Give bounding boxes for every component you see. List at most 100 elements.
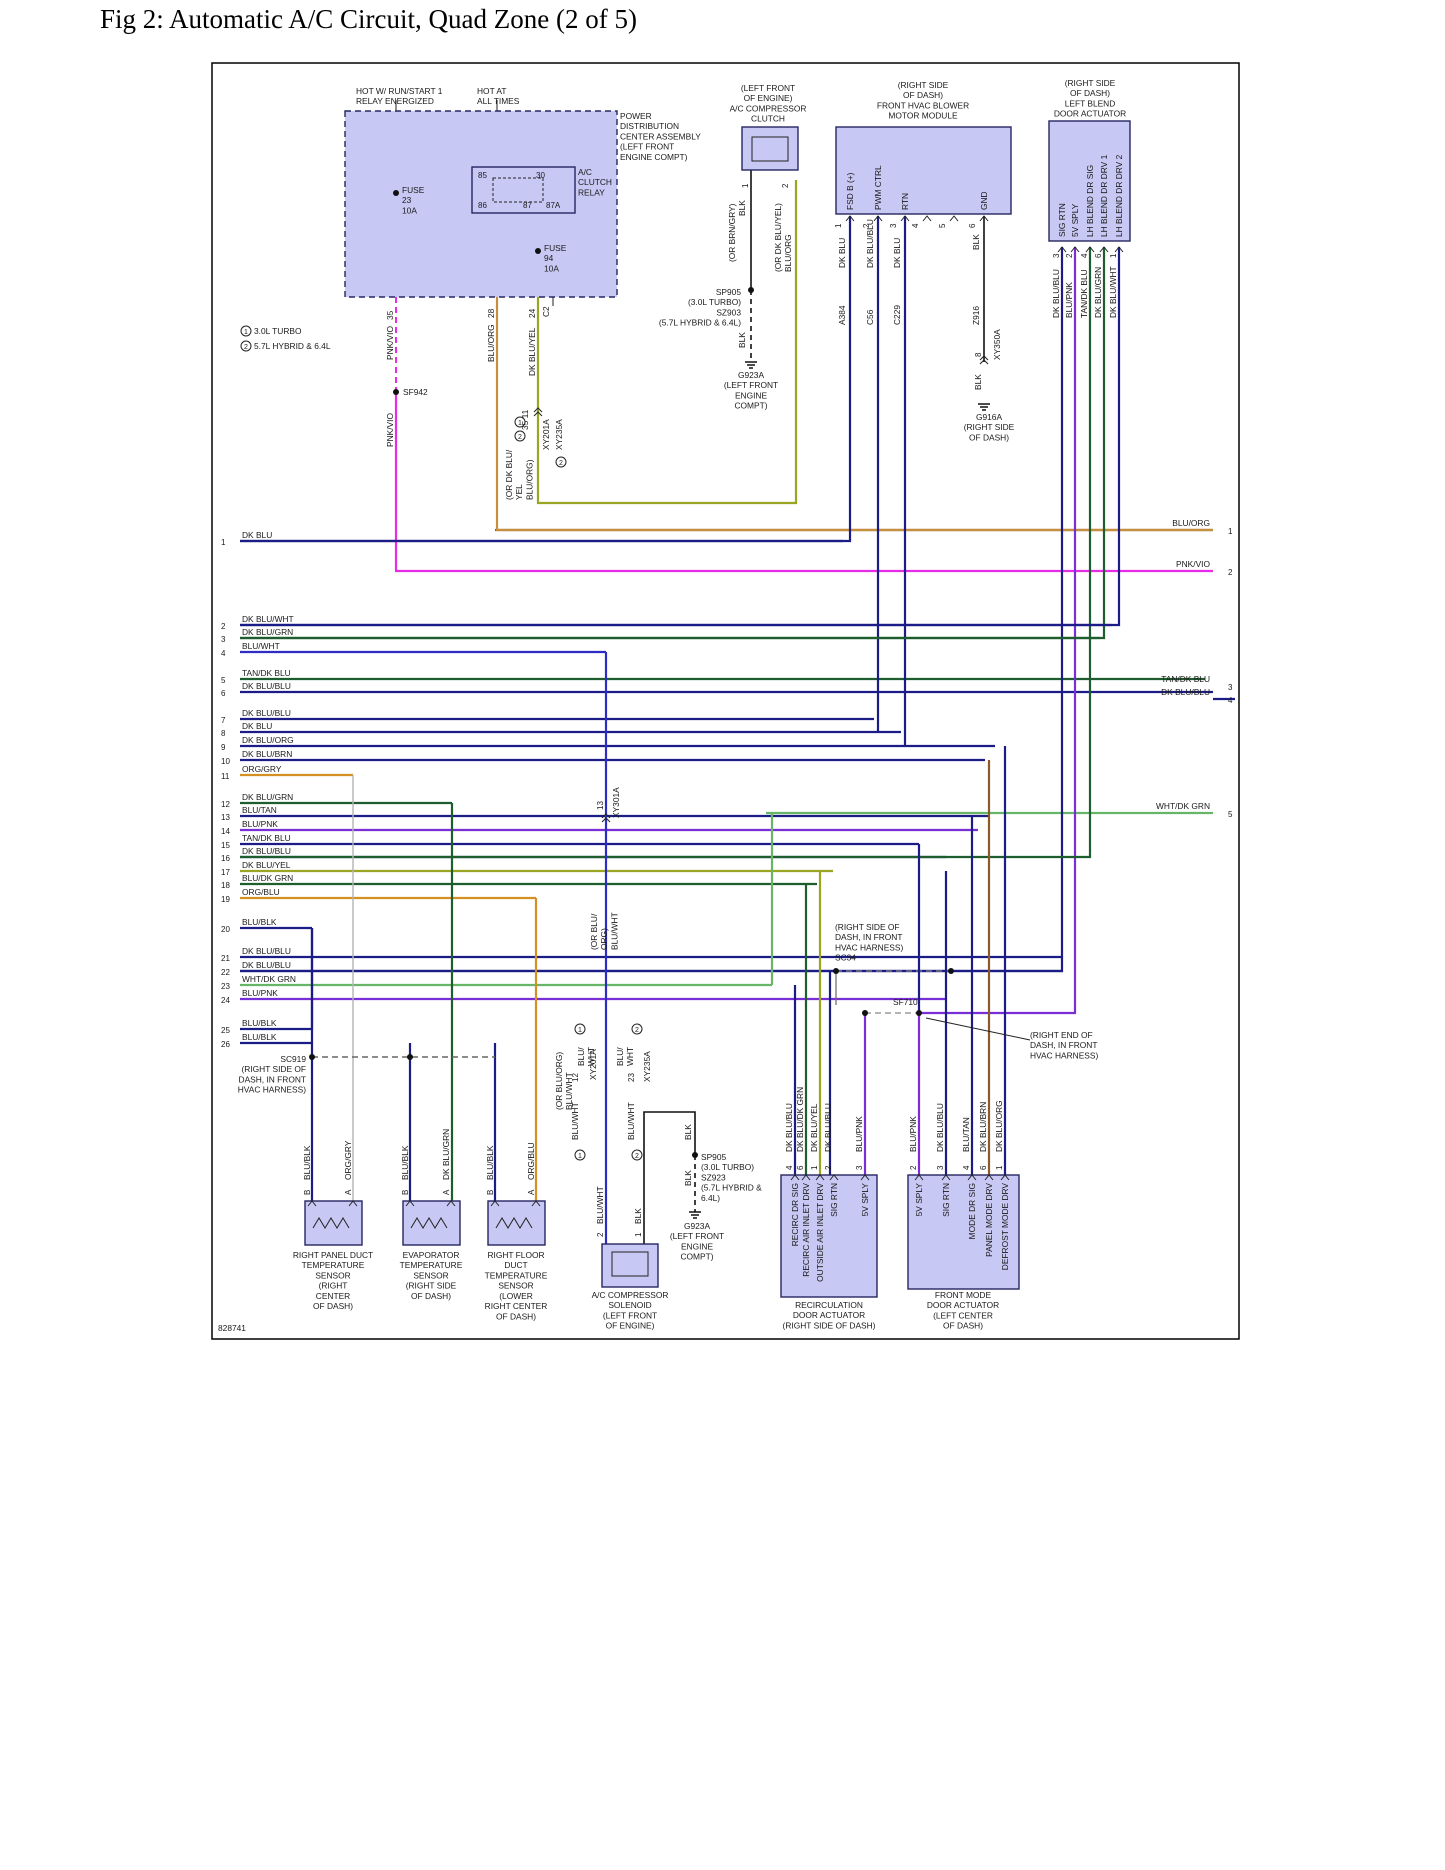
recirc-pin-name-3-line: 5V SPLY	[860, 1183, 870, 1217]
left-wire-label-26: BLU/BLK	[242, 1032, 277, 1042]
clutch-pin-2: 2	[781, 183, 790, 188]
hot-run-start-label-line: HOT W/ RUN/START 1	[356, 86, 443, 96]
relay-label-line: CLUTCH	[578, 177, 612, 187]
left-wire-num-10: 10	[221, 757, 230, 766]
sol-pin-1-line: 1	[634, 1232, 643, 1237]
sol-opt-2-num: 2	[635, 1027, 639, 1034]
clutch-wire-or-dk-blu-yel: (OR DK BLU/YEL)BLU/ORG	[773, 203, 793, 272]
blend-pin-num-6-line: 6	[1094, 253, 1103, 258]
sc34-dot-2	[948, 968, 954, 974]
blend-wire-1-line: DK BLU/WHT	[1108, 266, 1118, 318]
left-wire-label-18: BLU/DK GRN	[242, 873, 293, 883]
sol-wire-blu-line: BLU/	[576, 1047, 586, 1066]
recirc-wire-1: DK BLU/YEL	[809, 1103, 819, 1152]
blower-module-label-line: MOTOR MODULE	[888, 111, 958, 121]
mode-pin-name-4-line: MODE DR SIG	[967, 1183, 977, 1239]
recirc-pin-name-4: RECIRC DR SIG	[790, 1183, 800, 1246]
mode-pin-name-4: MODE DR SIG	[967, 1183, 977, 1239]
mode-wire-3-line: DK BLU/BLU	[935, 1103, 945, 1152]
blower-pin-num-2: 2	[862, 223, 871, 228]
note-circle-2-num-line: 2	[244, 344, 248, 351]
blower-pin-arrow-2	[873, 215, 883, 222]
center-wire-or-blu-org-line: ORG)	[599, 928, 609, 950]
left-wire-label-21: DK BLU/BLU	[242, 946, 291, 956]
sc919-label-line: HVAC HARNESS)	[238, 1085, 306, 1095]
relay-label-line: A/C	[578, 167, 592, 177]
cav-35-11-line: 35 11	[520, 409, 530, 430]
right-wire-label-1-line: BLU/ORG	[1172, 518, 1210, 528]
g923a-bottom-label-line: ENGINE	[681, 1241, 714, 1251]
figure-id-line: 828741	[218, 1323, 246, 1333]
sp905-bottom-label-line: SZ923	[701, 1172, 726, 1182]
blend-wire-2-line: BLU/PNK	[1064, 282, 1074, 318]
conn-xy201a-top: XY201A	[541, 419, 551, 450]
left-wire-label-19: ORG/BLU	[242, 887, 280, 897]
blend-pin-arrow-3	[1057, 246, 1067, 253]
sensor-wire-a-2: ORG/BLU	[526, 1142, 536, 1180]
mode-pin-num-2: 2	[909, 1165, 918, 1170]
recirc-pin-name-2: SIG RTN	[829, 1183, 839, 1217]
sensor-pin-b-1	[405, 1200, 415, 1207]
fuse-94-dot	[535, 248, 541, 254]
left-wire-label-18-line: BLU/DK GRN	[242, 873, 293, 883]
left-wire-label-21-line: DK BLU/BLU	[242, 946, 291, 956]
blower-pin-name-3: RTN	[900, 193, 910, 210]
sc34-label-line: DASH, IN FRONT	[835, 932, 902, 942]
left-wire-num-8-line: 8	[221, 729, 226, 738]
blower-wire-blk-low-line: BLK	[973, 374, 983, 390]
left-wire-label-4: BLU/WHT	[242, 641, 280, 651]
left-wire-label-5-line: TAN/DK BLU	[242, 668, 291, 678]
recirc-label-line: (RIGHT SIDE OF DASH)	[783, 1320, 876, 1330]
recirc-pin-num-3-line: 3	[855, 1165, 864, 1170]
blend-pin-num-1: 1	[1109, 253, 1118, 258]
left-wire-label-25-line: BLU/BLK	[242, 1018, 277, 1028]
blend-pin-name-6-line: LH BLEND DR DRV 1	[1099, 154, 1109, 237]
conn-xy201a-top-line: XY201A	[541, 419, 551, 450]
blend-door-box	[1048, 120, 1131, 242]
note-5-7l-hybrid-line: 5.7L HYBRID & 6.4L	[254, 341, 331, 351]
sensor-wire-b-2-line: BLU/BLK	[485, 1145, 495, 1180]
recirc-wire-6: DK BLU/DK GRN	[795, 1087, 805, 1152]
recirc-pin-num-4-line: 4	[785, 1165, 794, 1170]
g923a-top-label-line: (LEFT FRONT	[724, 380, 778, 390]
blend-pin-name-2: 5V SPLY	[1070, 203, 1080, 237]
recirc-pin-arrow-1	[815, 1174, 825, 1181]
wire-dk-blu-yel: DK BLU/YEL	[527, 327, 537, 376]
mode-label-line: FRONT MODE	[935, 1290, 992, 1300]
center-cav-13: 13	[596, 801, 605, 810]
cavity-28-line: 28	[486, 308, 496, 318]
left-wire-num-3-line: 3	[221, 635, 226, 644]
relay-pin-87: 87	[523, 201, 532, 210]
left-wire-label-25: BLU/BLK	[242, 1018, 277, 1028]
sol-wire-pin2: BLU/WHT	[595, 1186, 605, 1224]
sensor-pin-a-1	[446, 1200, 456, 1207]
g923a-bottom-label-line: (LEFT FRONT	[670, 1231, 724, 1241]
wire-blu-org-line: BLU/ORG	[486, 324, 496, 362]
wire-or-dk-blu-line: (OR DK BLU/	[504, 449, 514, 500]
mode-label-line: OF DASH)	[943, 1321, 983, 1331]
blend-pin-arrow-2	[1070, 246, 1080, 253]
sensor-label-1-line: EVAPORATOR	[403, 1250, 460, 1260]
wire-or-dk-blu: (OR DK BLU/YELBLU/ORG)	[504, 449, 534, 500]
blend-pin-name-4-line: LH BLEND DR SIG	[1085, 165, 1095, 237]
blower-circuit-Z916-line: Z916	[971, 306, 981, 325]
sensor-label-1-line: TEMPERATURE	[400, 1260, 463, 1270]
left-wire-num-18-line: 18	[221, 881, 230, 890]
sol-wire-blk-sp: BLK	[683, 1170, 693, 1186]
sol-cav-23-line: 23	[627, 1073, 636, 1082]
sc919-label-line: (RIGHT SIDE OF	[241, 1064, 306, 1074]
sol-pin-1: 1	[634, 1232, 643, 1237]
g923a-top-label-line: G923A	[738, 370, 764, 380]
mode-pin-num-6-line: 6	[979, 1165, 988, 1170]
sol-wire-blu-wht-2-line: BLU/WHT	[570, 1102, 580, 1140]
right-wire-num-5: 5	[1228, 810, 1233, 819]
left-wire-label-23-line: WHT/DK GRN	[242, 974, 296, 984]
left-wire-num-15-line: 15	[221, 841, 230, 850]
dk-blu-yel-wire	[536, 180, 798, 505]
